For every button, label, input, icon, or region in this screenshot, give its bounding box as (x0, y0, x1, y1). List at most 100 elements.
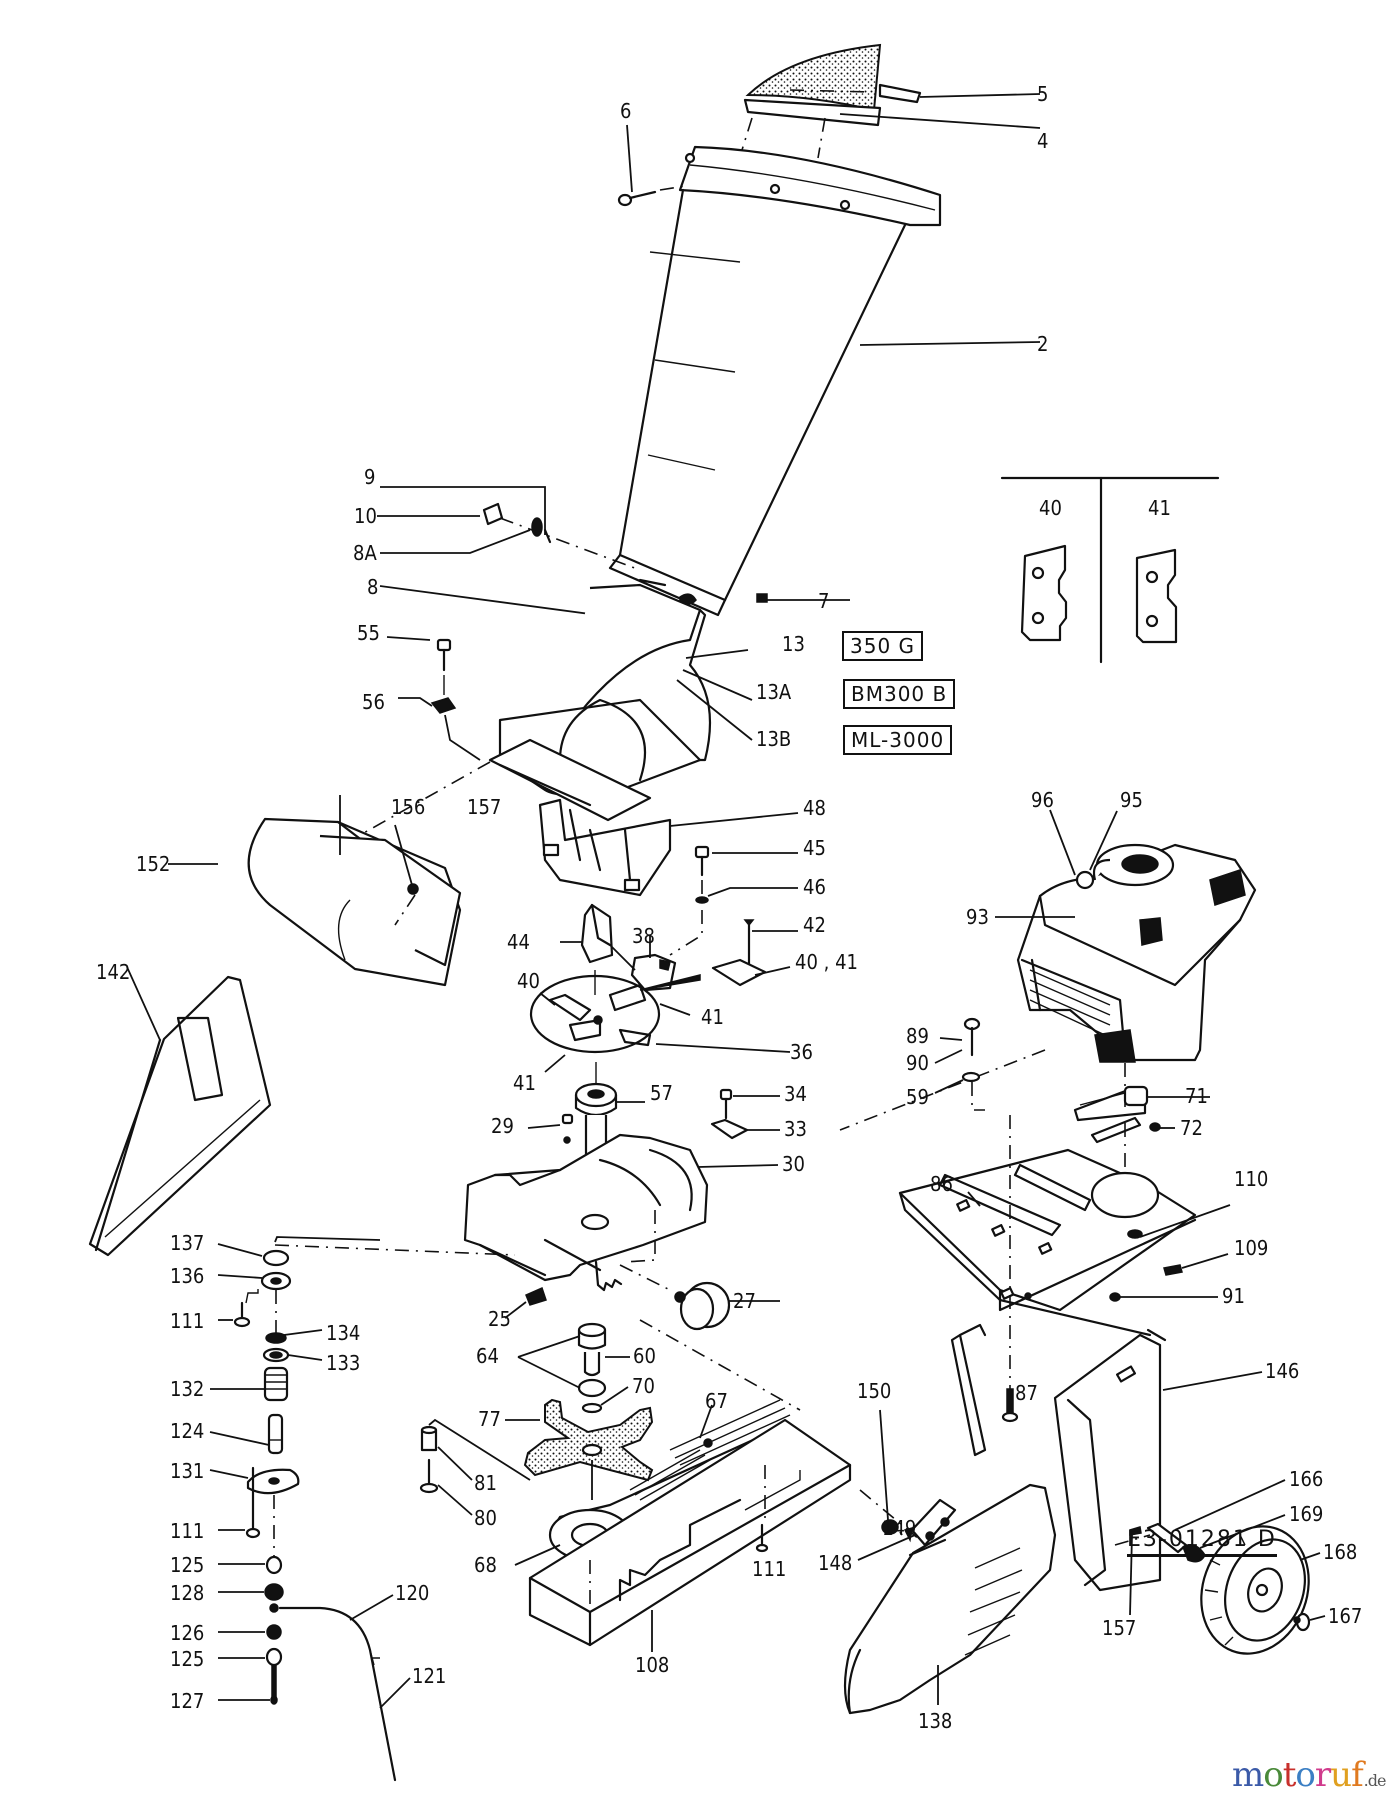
label-part-41-lower: 41 (513, 1071, 536, 1095)
label-part-60: 60 (633, 1344, 656, 1368)
label-part-132: 132 (170, 1377, 205, 1401)
label-part-81: 81 (474, 1471, 497, 1495)
label-part-111-tray: 111 (752, 1557, 787, 1581)
label-part-38: 38 (632, 924, 655, 948)
label-part-95: 95 (1120, 788, 1143, 812)
roller-81-bolt-80 (419, 1425, 439, 1494)
label-part-125-upper: 125 (170, 1553, 205, 1577)
label-part-150: 150 (857, 1379, 892, 1403)
variant-box-13a: BM300 B (843, 679, 956, 709)
label-part-127: 127 (170, 1689, 205, 1713)
hardware-8-10 (482, 502, 768, 606)
engine-93 (1016, 843, 1257, 1063)
knife-holder-44 (580, 903, 614, 964)
label-part-44: 44 (507, 930, 530, 954)
blade-plate-40-41 (639, 958, 767, 991)
label-part-7: 7 (818, 589, 830, 613)
label-part-6: 6 (620, 99, 632, 123)
screw-55-washer-56 (430, 638, 457, 714)
label-part-34: 34 (784, 1082, 807, 1106)
label-part-157: 157 (467, 795, 502, 819)
cap-167 (1293, 1612, 1311, 1632)
tension-stack (233, 1236, 381, 1705)
label-part-93: 93 (966, 905, 989, 929)
label-part-8a: 8A (353, 541, 377, 565)
label-part-68: 68 (474, 1553, 497, 1577)
screw-109 (1163, 1264, 1183, 1276)
label-part-87: 87 (1015, 1381, 1038, 1405)
bolt-111-tray (755, 1523, 769, 1553)
bolt-89 (961, 1017, 981, 1083)
cutter-plate-36 (529, 970, 661, 1054)
hopper-door-142 (88, 975, 272, 1257)
label-part-124: 124 (170, 1419, 205, 1443)
logo-letter: o (1263, 1755, 1284, 1795)
label-part-4: 4 (1037, 129, 1049, 153)
logo-letter: m (1232, 1755, 1264, 1795)
variant-box-13: 350 G (842, 631, 924, 661)
bolt-29 (561, 1113, 574, 1144)
logo-tld: .de (1363, 1771, 1387, 1790)
label-part-86: 86 (930, 1172, 953, 1196)
clamp-33 (710, 1118, 749, 1140)
label-part-91: 91 (1222, 1284, 1245, 1308)
knob-27 (674, 1281, 731, 1331)
support-bracket-48 (538, 798, 672, 897)
support-strip (950, 1323, 987, 1457)
label-part-90: 90 (906, 1051, 929, 1075)
label-part-8: 8 (367, 575, 379, 599)
bolt-6 (617, 190, 657, 207)
knife-38 (630, 953, 677, 992)
chute-flap-guard (743, 43, 922, 127)
variant-box-13b: ML-3000 (843, 725, 953, 755)
label-part-57: 57 (650, 1081, 673, 1105)
label-part-109: 109 (1234, 1236, 1269, 1260)
label-part-40: 40 (517, 969, 540, 993)
label-part-157-lower: 157 (1102, 1616, 1137, 1640)
label-part-166: 166 (1289, 1467, 1324, 1491)
label-part-27: 27 (733, 1289, 756, 1313)
label-part-33: 33 (784, 1117, 807, 1141)
label-part-30: 30 (782, 1152, 805, 1176)
logo-letter: o (1295, 1755, 1316, 1795)
label-part-152: 152 (136, 852, 171, 876)
label-part-134: 134 (326, 1321, 361, 1345)
label-part-77: 77 (478, 1407, 501, 1431)
label-part-13b: 13B (756, 727, 792, 751)
label-part-149: 149 (882, 1516, 917, 1540)
label-part-121: 121 (412, 1664, 447, 1688)
label-part-13a: 13A (756, 680, 792, 704)
label-part-89: 89 (906, 1024, 929, 1048)
label-part-148: 148 (818, 1551, 853, 1575)
control-cable-120-121 (278, 1606, 397, 1782)
label-part-48: 48 (803, 796, 826, 820)
label-part-72: 72 (1180, 1116, 1203, 1140)
label-part-167: 167 (1328, 1604, 1363, 1628)
logo-letter: f (1351, 1755, 1364, 1795)
label-part-169: 169 (1289, 1502, 1324, 1526)
pulley-bracket-77 (523, 1398, 654, 1482)
screw-157-lower (1129, 1526, 1142, 1536)
logo-letter: u (1330, 1755, 1352, 1795)
engine-blade-71 (1073, 1085, 1161, 1144)
label-part-5: 5 (1037, 82, 1049, 106)
label-part-59: 59 (906, 1085, 929, 1109)
label-part-136: 136 (170, 1264, 205, 1288)
inset-label-41: 41 (1148, 496, 1171, 520)
label-part-40-41: 40 , 41 (795, 950, 858, 974)
label-part-126: 126 (170, 1621, 205, 1645)
cutter-housing-30 (463, 1133, 709, 1292)
bushing-64-60 (577, 1322, 607, 1414)
label-part-70: 70 (632, 1374, 655, 1398)
label-part-9: 9 (364, 465, 376, 489)
logo-letter: r (1314, 1755, 1331, 1795)
label-part-45: 45 (803, 836, 826, 860)
side-panel-138 (843, 1483, 1057, 1715)
label-part-67: 67 (705, 1389, 728, 1413)
adapter-flange (488, 738, 652, 822)
label-part-29: 29 (491, 1114, 514, 1138)
label-part-120: 120 (395, 1581, 430, 1605)
bolt-45 (694, 845, 710, 904)
inset-blade-variants (1000, 476, 1220, 664)
